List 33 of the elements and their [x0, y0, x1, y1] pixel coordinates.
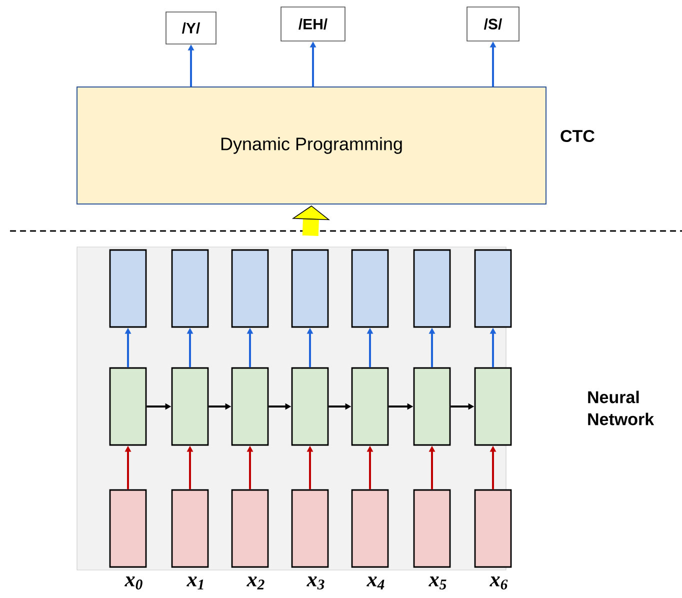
input-layer-box [413, 489, 451, 568]
section-label: Neural Network [588, 390, 654, 426]
hidden-layer-box [351, 367, 389, 446]
output-layer-box [291, 249, 329, 328]
input-layer-box [109, 489, 147, 568]
input-layer-box [474, 489, 512, 568]
input-label: x$_{5}$ [428, 576, 446, 590]
input-layer-box [231, 489, 269, 568]
output-layer-box [413, 249, 451, 328]
output-layer-box [171, 249, 209, 328]
input-label: x$_{6}$ [490, 576, 508, 590]
hidden-layer-box [413, 367, 451, 446]
input-layer-box [291, 489, 329, 568]
input-label: x$_{0}$ [124, 576, 142, 590]
input-label: x$_{1}$ [186, 576, 204, 590]
input-label: x$_{4}$ [366, 576, 384, 590]
output-layer-box [109, 249, 147, 328]
input-label: x$_{2}$ [246, 576, 264, 590]
phoneme-box: /EH/ [280, 6, 346, 42]
output-layer-box [474, 249, 512, 328]
phoneme-box: /S/ [466, 6, 520, 42]
input-label: x$_{3}$ [306, 576, 324, 590]
process-box: Dynamic Programming [76, 86, 546, 204]
phoneme-box: /Y/ [166, 12, 216, 44]
output-layer-box [351, 249, 389, 328]
hidden-layer-box [109, 367, 147, 446]
output-layer-box [231, 249, 269, 328]
hidden-layer-box [231, 367, 269, 446]
hidden-layer-box [171, 367, 209, 446]
input-layer-box [351, 489, 389, 568]
hidden-layer-box [474, 367, 512, 446]
hidden-layer-box [291, 367, 329, 446]
input-layer-box [171, 489, 209, 568]
